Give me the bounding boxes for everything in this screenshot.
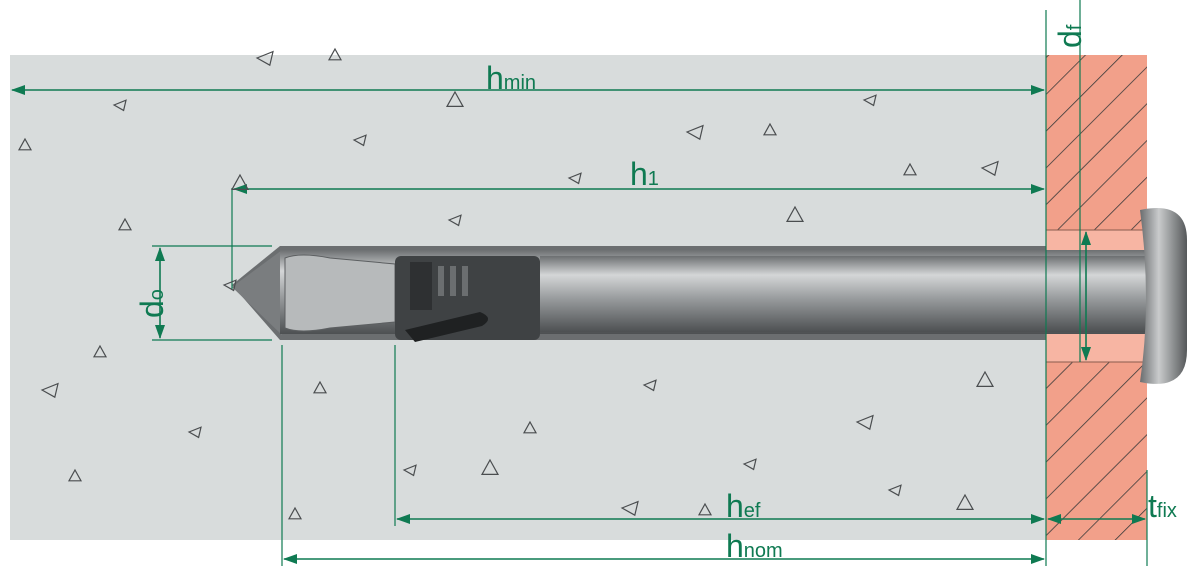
extension-lines: [152, 0, 1148, 566]
label-tfix-main: t: [1148, 488, 1157, 524]
label-hef: hef: [726, 490, 760, 522]
aggregate-marks: [17, 47, 999, 520]
aggregate-triangle: [117, 217, 133, 231]
label-do-main: d: [134, 300, 170, 318]
aggregate-triangle: [327, 47, 343, 61]
label-do-sub: o: [146, 289, 168, 301]
label-hmin-sub: min: [503, 72, 537, 94]
label-hnom-sub: nom: [743, 540, 783, 562]
label-df: df: [1052, 24, 1088, 48]
aggregate-triangle: [112, 99, 127, 112]
aggregate-triangle: [480, 458, 500, 475]
aggregate-triangle: [92, 344, 108, 358]
aggregate-triangle: [187, 426, 202, 439]
aggregate-triangle: [785, 205, 805, 222]
aggregate-triangle: [697, 502, 713, 516]
aggregate-triangle: [620, 500, 639, 517]
aggregate-triangle: [975, 370, 995, 387]
aggregate-triangle: [762, 122, 778, 136]
aggregate-triangle: [902, 162, 918, 176]
label-do: do: [134, 289, 170, 318]
aggregate-triangle: [567, 172, 582, 185]
label-df-main: d: [1052, 30, 1088, 48]
aggregate-triangle: [742, 458, 757, 471]
label-tfix-sub: fix: [1156, 500, 1177, 522]
aggregate-triangle: [402, 464, 417, 477]
aggregate-triangle: [862, 94, 877, 107]
aggregate-triangle: [955, 493, 975, 510]
label-df-sub: f: [1064, 24, 1086, 31]
aggregate-triangle: [222, 279, 237, 292]
aggregate-triangle: [287, 506, 303, 520]
aggregate-triangle: [980, 160, 999, 177]
label-hef-main: h: [726, 488, 744, 524]
aggregate-triangle: [352, 134, 367, 147]
aggregate-triangle: [522, 420, 538, 434]
anchor-bolt: [232, 208, 1187, 384]
aggregate-triangle: [642, 379, 657, 392]
label-hmin: hmin: [486, 62, 536, 94]
aggregate-triangle: [40, 382, 59, 399]
aggregate-triangle: [17, 137, 33, 151]
label-h1: h1: [630, 158, 659, 190]
aggregate-triangle: [67, 468, 83, 482]
aggregate-triangle: [855, 414, 874, 431]
aggregate-triangle: [887, 484, 902, 497]
aggregate-triangle: [445, 90, 465, 107]
label-hef-sub: ef: [743, 500, 761, 522]
aggregate-triangle: [312, 380, 328, 394]
label-hnom-main: h: [726, 528, 744, 564]
label-hmin-main: h: [486, 60, 504, 96]
label-tfix: tfix: [1148, 490, 1177, 522]
aggregate-triangle: [230, 173, 250, 190]
aggregate-triangle: [255, 50, 274, 67]
label-hnom: hnom: [726, 530, 783, 562]
aggregate-triangle: [685, 124, 704, 141]
label-h1-main: h: [630, 156, 648, 192]
label-h1-sub: 1: [647, 168, 659, 190]
aggregate-triangle: [447, 214, 462, 227]
